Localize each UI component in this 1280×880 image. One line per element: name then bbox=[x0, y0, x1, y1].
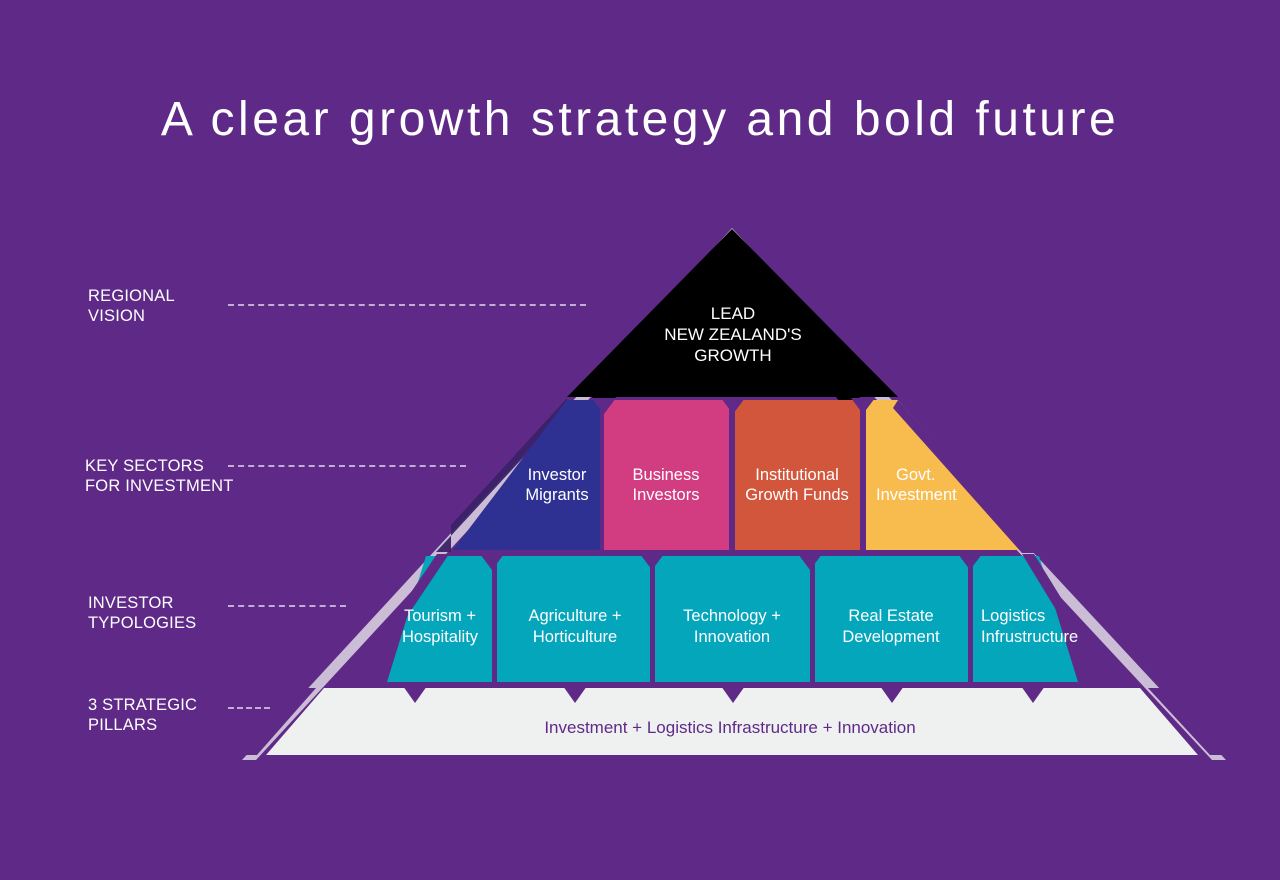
tier2-right-slope-stripe bbox=[893, 400, 1034, 553]
tier3-cell-logistics[interactable] bbox=[973, 556, 1078, 682]
tier2-label-4-line-1: Govt. bbox=[896, 466, 935, 484]
base-notch-4 bbox=[880, 686, 904, 703]
row-label-investor-typologies: INVESTOR TYPOLOGIES bbox=[88, 594, 197, 632]
tier3-label-2-line-2: Horticulture bbox=[533, 628, 617, 646]
dash-line-key-sectors bbox=[228, 465, 466, 467]
tier3-label-4-line-1: Real Estate bbox=[848, 607, 933, 625]
tier3-notch-1 bbox=[480, 554, 504, 570]
tier3-label-5-line-2: Infrustructure bbox=[981, 628, 1078, 646]
base-shape[interactable] bbox=[266, 688, 1198, 755]
tier2-notch-2 bbox=[721, 398, 745, 414]
tier3-cell-agriculture[interactable] bbox=[497, 556, 650, 682]
tier3-label-2-line-1: Agriculture + bbox=[528, 607, 621, 625]
tier3-left-slope-stripe bbox=[350, 554, 449, 682]
apex-label-line-1: LEAD bbox=[711, 304, 755, 323]
tier3-cell-realestate[interactable] bbox=[815, 556, 968, 682]
tier2-cell-business-investors[interactable] bbox=[604, 400, 729, 550]
tier3-label-3-line-1: Technology + bbox=[683, 607, 781, 625]
base-label: Investment + Logistics Infrastructure + … bbox=[544, 718, 915, 737]
tier2-label-2-line-2: Investors bbox=[633, 486, 700, 504]
row-label-key-sectors: KEY SECTORS FOR INVESTMENT bbox=[85, 457, 234, 495]
base-right-slope-stripe bbox=[1148, 688, 1224, 755]
base-notch-3 bbox=[721, 686, 745, 703]
base-notch-1 bbox=[403, 686, 427, 703]
tier-strategic-pillars: Investment + Logistics Infrastructure + … bbox=[243, 686, 1224, 755]
tier2-label-3-line-1: Institutional bbox=[755, 466, 838, 484]
tier3-cell-tourism[interactable] bbox=[387, 556, 492, 682]
row-label-regional-vision: REGIONAL VISION bbox=[88, 287, 175, 325]
base-left-slope-stripe bbox=[243, 688, 316, 755]
dash-line-regional-vision bbox=[228, 304, 586, 306]
tier2-left-slope bbox=[436, 398, 567, 552]
tier3-label-1-line-1: Tourism + bbox=[404, 607, 476, 625]
base-notch-2 bbox=[563, 686, 587, 703]
page-title: A clear growth strategy and bold future bbox=[160, 93, 1120, 146]
apex-label-line-3: GROWTH bbox=[694, 346, 771, 365]
tier3-notch-3 bbox=[798, 554, 822, 570]
tier-key-sectors: Investor Migrants Business Investors Ins… bbox=[436, 398, 1034, 553]
tier3-right-slope-stripe bbox=[1022, 554, 1113, 682]
tier3-label-1-line-2: Hospitality bbox=[402, 628, 479, 646]
apex-label-line-2: NEW ZEALAND'S bbox=[664, 325, 801, 344]
apex-shape bbox=[567, 229, 898, 412]
base-notch-5 bbox=[1021, 686, 1045, 703]
pyramid-apex[interactable]: LEAD NEW ZEALAND'S GROWTH bbox=[567, 229, 898, 412]
tier2-label-3-line-2: Growth Funds bbox=[745, 486, 849, 504]
tier2-label-1-line-1: Investor bbox=[528, 466, 587, 484]
tier2-notch-3 bbox=[851, 398, 875, 414]
tier2-label-4-line-2: Investment bbox=[876, 486, 957, 504]
tier3-notch-4 bbox=[958, 554, 982, 570]
tier2-label-1-line-2: Migrants bbox=[525, 486, 588, 504]
tier-investor-typologies: Tourism + Hospitality Agriculture + Hort… bbox=[350, 554, 1113, 682]
tier2-cell-institutional-growth-funds[interactable] bbox=[735, 400, 860, 550]
tier3-label-4-line-2: Development bbox=[842, 628, 940, 646]
tier3-label-3-line-2: Innovation bbox=[694, 628, 770, 646]
tier2-label-2-line-1: Business bbox=[633, 466, 700, 484]
tier3-cell-technology[interactable] bbox=[655, 556, 810, 682]
tier3-label-5-line-1: Logistics bbox=[981, 607, 1045, 625]
dash-line-strategic-pillars bbox=[228, 707, 270, 709]
row-label-strategic-pillars: 3 STRATEGIC PILLARS bbox=[88, 696, 198, 734]
dash-line-investor-typologies bbox=[228, 605, 346, 607]
tier2-cell-investor-migrants-body[interactable] bbox=[453, 400, 600, 550]
tier3-notch-2 bbox=[640, 554, 664, 570]
tier2-notch-1 bbox=[592, 398, 616, 414]
